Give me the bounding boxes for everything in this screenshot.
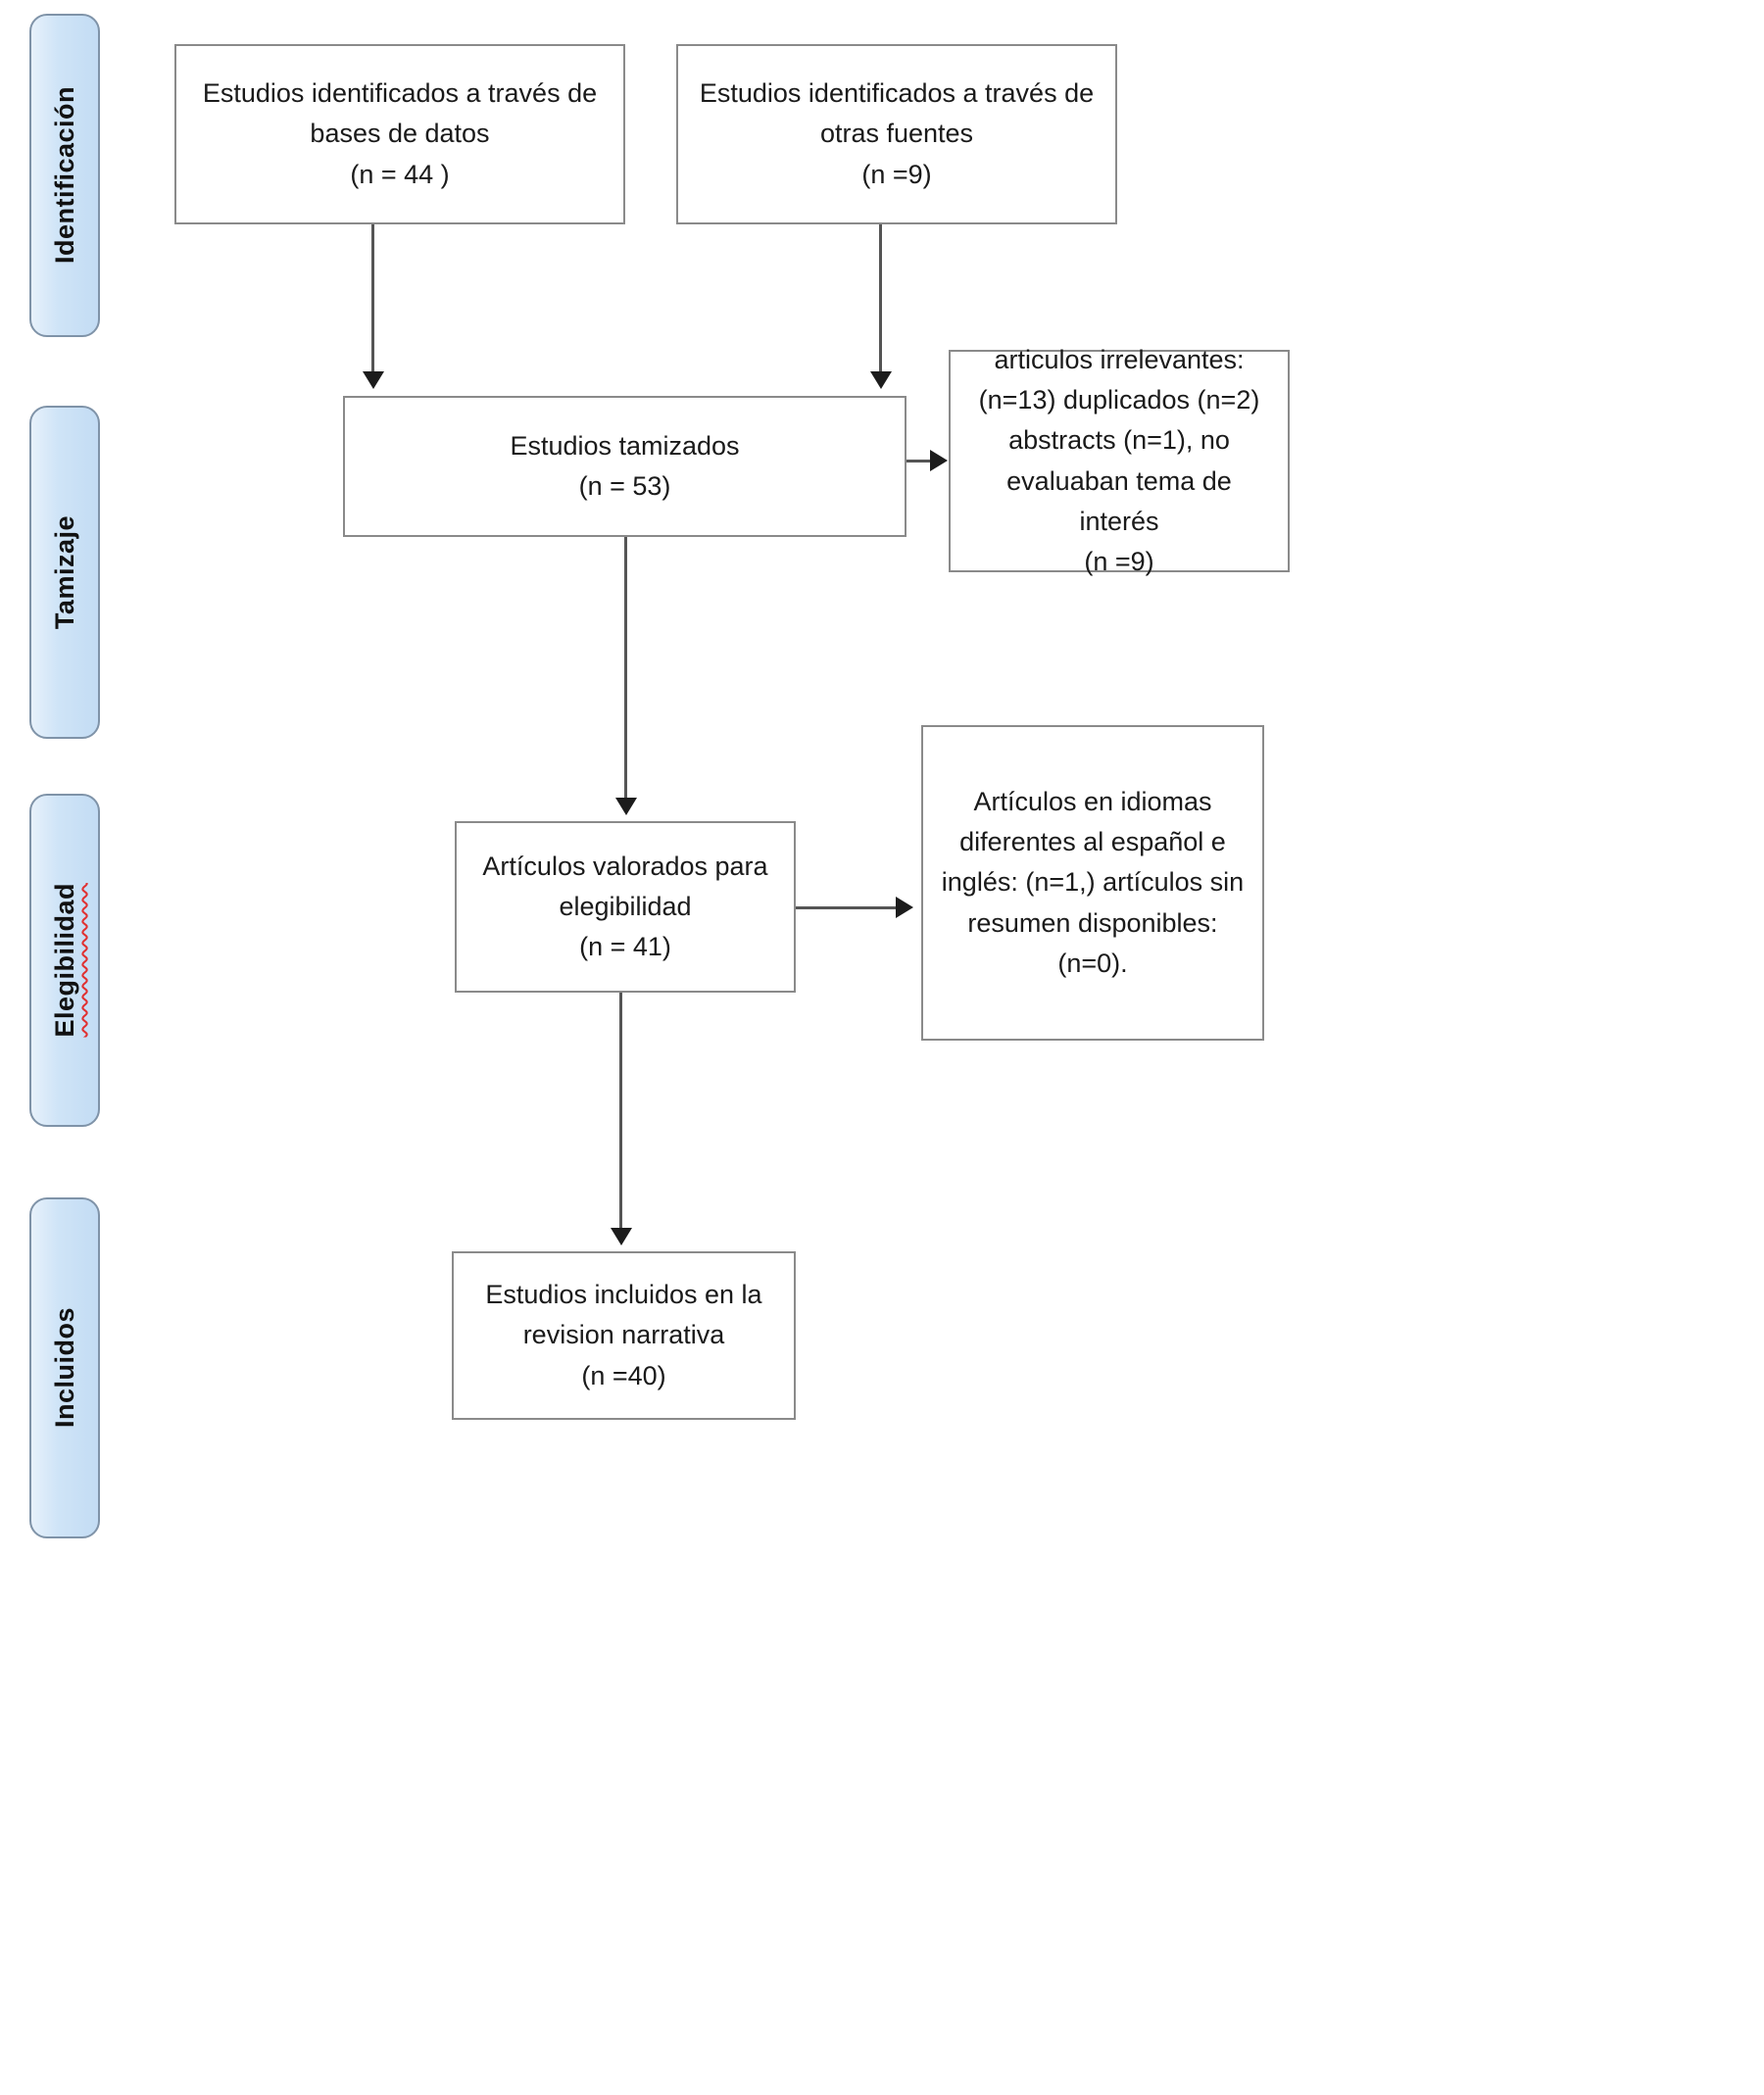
box-studies-from-other-sources: Estudios identificados a través de otras… xyxy=(676,44,1117,224)
arrowhead-screened-to-eligibility xyxy=(615,798,637,815)
box-studies-from-databases-text: Estudios identificados a través de bases… xyxy=(202,78,598,189)
box-studies-screened-text: Estudios tamizados (n = 53) xyxy=(510,430,740,501)
box-studies-from-other-sources-text: Estudios identificados a través de otras… xyxy=(699,78,1095,189)
stage-pill-tamizaje: Tamizaje xyxy=(29,406,100,739)
connector-other-sources-to-screened xyxy=(879,224,882,373)
box-excluded-language-no-abstract-text: Artículos en idiomas diferentes al españ… xyxy=(941,787,1245,978)
box-studies-included: Estudios incluidos en la revision narrat… xyxy=(452,1251,796,1420)
stage-label-elegibilidad: Elegibilidad xyxy=(49,883,79,1038)
connector-eligibility-to-excluded xyxy=(796,906,898,909)
stage-pill-elegibilidad: Elegibilidad xyxy=(29,794,100,1127)
box-studies-included-text: Estudios incluidos en la revision narrat… xyxy=(485,1280,762,1390)
arrowhead-eligibility-to-excluded xyxy=(896,897,913,918)
arrowhead-eligibility-to-included xyxy=(611,1228,632,1245)
connector-screened-to-eligibility xyxy=(624,537,627,800)
connector-screened-to-irrelevant xyxy=(906,460,932,463)
box-studies-from-databases: Estudios identificados a través de bases… xyxy=(174,44,625,224)
connector-eligibility-to-included xyxy=(619,993,622,1230)
box-articles-assessed-eligibility: Artículos valorados para elegibilidad (n… xyxy=(455,821,796,993)
box-articles-assessed-eligibility-text: Artículos valorados para elegibilidad (n… xyxy=(482,851,768,962)
box-studies-screened: Estudios tamizados (n = 53) xyxy=(343,396,906,537)
stage-pill-identificacion: Identificación xyxy=(29,14,100,337)
connector-databases-to-screened xyxy=(371,224,374,373)
box-excluded-language-no-abstract: Artículos en idiomas diferentes al españ… xyxy=(921,725,1264,1041)
arrowhead-screened-to-irrelevant xyxy=(930,450,948,471)
box-irrelevant-articles: articulos irrelevantes: (n=13) duplicado… xyxy=(949,345,1290,576)
stage-label-incluidos: Incluidos xyxy=(49,1307,79,1429)
arrowhead-databases-to-screened xyxy=(363,371,384,389)
stage-label-tamizaje: Tamizaje xyxy=(49,514,79,630)
stage-pill-incluidos: Incluidos xyxy=(29,1197,100,1538)
box-irrelevant-articles-text: articulos irrelevantes: (n=13) duplicado… xyxy=(978,345,1260,576)
stage-label-identificacion: Identificación xyxy=(49,86,79,265)
arrowhead-other-sources-to-screened xyxy=(870,371,892,389)
